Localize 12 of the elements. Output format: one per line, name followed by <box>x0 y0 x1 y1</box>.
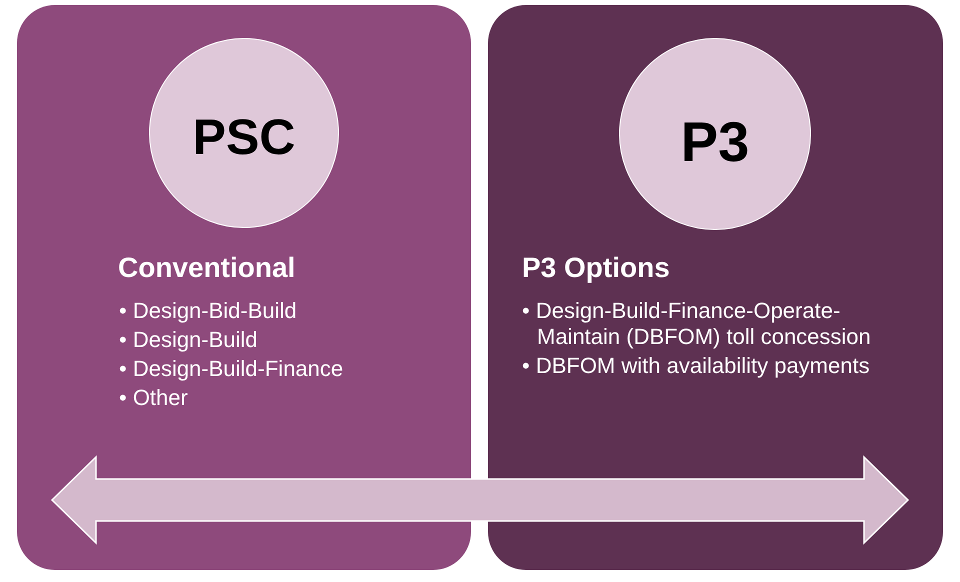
circle-label: P3 <box>680 114 750 170</box>
bullet-point: • DBFOM with availability payments <box>522 352 871 378</box>
panel-heading: Conventional <box>118 254 296 282</box>
panel-heading: P3 Options <box>522 254 670 282</box>
circle-label: PSC <box>192 112 296 162</box>
panel <box>488 5 943 570</box>
panel <box>17 5 471 570</box>
bullet-point: • Design-Build-Finance-Operate-Maintain (DBFOM) toll concession <box>522 298 872 349</box>
bullet-point: • Design-Build-Finance <box>119 356 344 382</box>
bullet-point: • Design-Bid-Build <box>119 298 298 324</box>
bullet-point: • Design-Build <box>119 327 259 352</box>
bullet-point: • Other <box>119 385 189 410</box>
